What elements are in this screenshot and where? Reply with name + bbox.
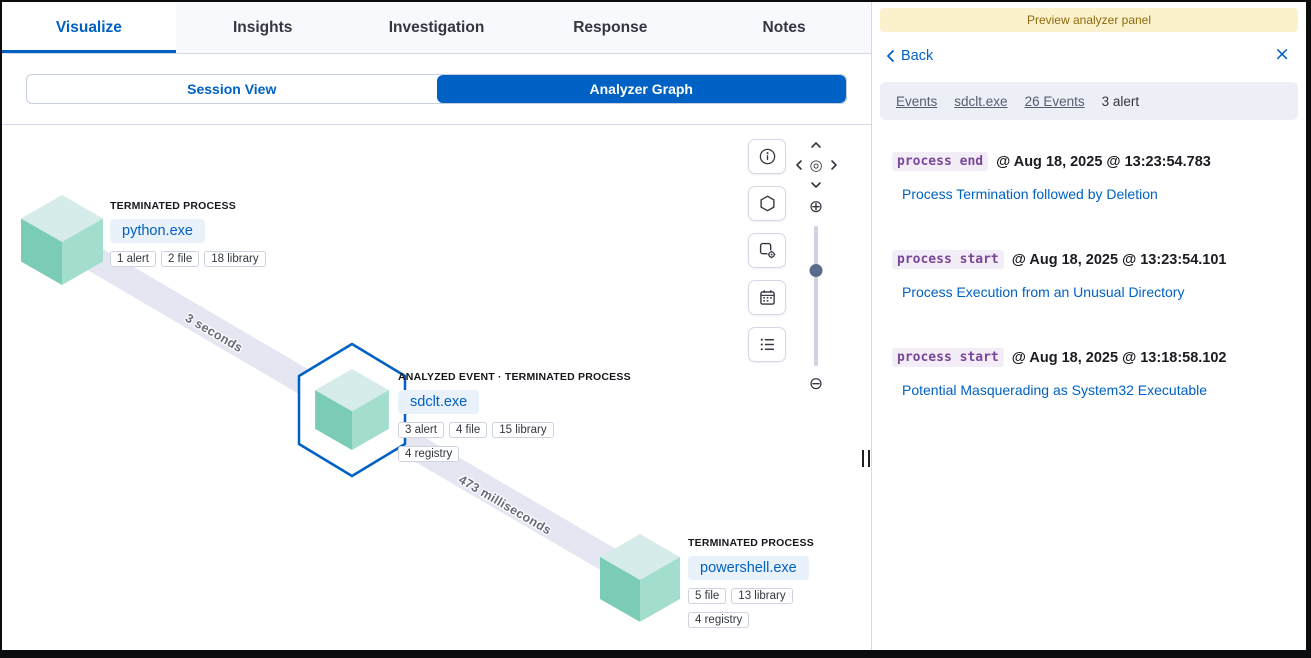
alert-timestamp: @ Aug 18, 2025 @ 13:23:54.101: [1011, 251, 1227, 268]
process-name-button[interactable]: python.exe: [110, 219, 205, 243]
alert-timestamp: @ Aug 18, 2025 @ 13:18:58.102: [1011, 349, 1227, 366]
alert-item: process start @ Aug 18, 2025 @ 13:23:54.…: [892, 250, 1286, 302]
pan-up-button[interactable]: [810, 139, 822, 151]
event-kind-code: process start: [892, 348, 1004, 367]
close-icon[interactable]: ×: [1274, 43, 1290, 65]
alert-rule-link[interactable]: Process Termination followed by Deletion: [902, 186, 1158, 202]
process-node-powershell[interactable]: [600, 534, 680, 622]
detail-tabs: Visualize Insights Investigation Respons…: [2, 2, 871, 54]
event-kind-code: process start: [892, 250, 1004, 269]
alert-rule-link[interactable]: Potential Masquerading as System32 Execu…: [902, 382, 1208, 398]
process-cube-icon: [21, 195, 103, 285]
visualize-section: Visualize Insights Investigation Respons…: [2, 2, 871, 650]
view-toggle-bar: Session View Analyzer Graph: [2, 54, 871, 125]
node-stat-badge[interactable]: 13 library: [731, 588, 793, 604]
info-icon: [759, 148, 775, 165]
node-info-python: TERMINATED PROCESS python.exe 1 alert 2 …: [110, 200, 266, 267]
node-stat-badge[interactable]: 4 registry: [688, 612, 750, 628]
alert-item: process end @ Aug 18, 2025 @ 13:23:54.78…: [892, 152, 1286, 204]
node-type-label: ANALYZED EVENT · TERMINATED PROCESS: [398, 371, 631, 383]
node-legend-button[interactable]: [748, 139, 786, 174]
node-stat-badge[interactable]: 2 file: [160, 251, 200, 267]
back-label: Back: [901, 48, 934, 64]
zoom-out-icon[interactable]: ⊖: [808, 374, 824, 394]
node-info-sdclt: ANALYZED EVENT · TERMINATED PROCESS sdcl…: [398, 371, 631, 462]
node-stat-badge[interactable]: 18 library: [204, 251, 266, 267]
node-stat-badge[interactable]: 4 file: [448, 422, 488, 438]
zoom-control: ⊕ ⊖: [796, 199, 836, 393]
tab-insights[interactable]: Insights: [232, 18, 293, 36]
session-view-button[interactable]: Session View: [187, 81, 277, 97]
node-stat-badge[interactable]: 1 alert: [110, 251, 156, 267]
panel-resize-handle[interactable]: [862, 450, 870, 467]
node-type-label: TERMINATED PROCESS: [688, 537, 814, 549]
node-stat-badge[interactable]: 5 file: [688, 588, 727, 604]
chevron-down-icon: [811, 182, 821, 188]
process-node-python[interactable]: [21, 195, 103, 285]
panel-header: Back ×: [886, 43, 1292, 68]
process-node-sdclt[interactable]: [315, 369, 389, 450]
event-list-button[interactable]: [748, 327, 786, 362]
pan-down-button[interactable]: [810, 179, 822, 191]
process-cube-icon: [600, 534, 680, 622]
calendar-icon: [759, 290, 775, 305]
alert-item: process start @ Aug 18, 2025 @ 13:18:58.…: [892, 348, 1286, 400]
process-name-button[interactable]: powershell.exe: [688, 556, 809, 580]
alert-timestamp: @ Aug 18, 2025 @ 13:23:54.783: [996, 153, 1211, 170]
back-button[interactable]: Back: [886, 48, 933, 64]
analyzer-graph-button[interactable]: Analyzer Graph: [436, 75, 846, 103]
list-icon: [760, 338, 774, 351]
schema-info-button[interactable]: [748, 186, 786, 221]
chevron-right-icon: [830, 160, 837, 170]
pan-left-button[interactable]: [793, 159, 805, 171]
breadcrumb-event-count[interactable]: 26 Events: [1024, 93, 1085, 109]
breadcrumb: Events sdclt.exe 26 Events 3 alert: [880, 82, 1298, 120]
preview-analyzer-panel: Preview analyzer panel Back × Events sdc…: [872, 2, 1306, 650]
breadcrumb-alert-count: 3 alert: [1101, 93, 1140, 109]
tab-notes[interactable]: Notes: [762, 18, 806, 36]
camera-pan-controls: ◎: [790, 135, 842, 195]
alert-rule-link[interactable]: Process Execution from an Unusual Direct…: [902, 284, 1185, 300]
zoom-slider-thumb[interactable]: [809, 263, 823, 277]
zoom-slider[interactable]: [809, 226, 823, 366]
analyzer-graph-canvas[interactable]: 3 seconds 473 milliseconds TERMINATED PR…: [2, 125, 871, 650]
node-stat-badge[interactable]: 4 registry: [398, 446, 460, 462]
view-toggle-group: Session View Analyzer Graph: [26, 74, 847, 104]
node-stat-badge[interactable]: 15 library: [492, 422, 554, 438]
breadcrumb-events[interactable]: Events: [896, 93, 938, 109]
chevron-left-icon: [887, 50, 894, 62]
process-cube-icon: [315, 369, 389, 450]
panel-divider: [871, 2, 872, 650]
tab-visualize[interactable]: Visualize: [2, 2, 176, 53]
alert-list: process end @ Aug 18, 2025 @ 13:23:54.78…: [872, 120, 1306, 400]
preview-banner: Preview analyzer panel: [880, 8, 1298, 32]
zoom-in-icon[interactable]: ⊕: [808, 197, 824, 217]
chevron-left-icon: [795, 160, 802, 170]
node-settings-button[interactable]: [748, 233, 786, 268]
node-info-powershell: TERMINATED PROCESS powershell.exe 5 file…: [688, 537, 814, 628]
node-stat-badge[interactable]: 3 alert: [398, 422, 444, 438]
date-picker-button[interactable]: [748, 280, 786, 315]
pan-right-button[interactable]: [828, 159, 840, 171]
process-name-button[interactable]: sdclt.exe: [398, 390, 480, 414]
event-kind-code: process end: [892, 152, 989, 171]
chevron-up-icon: [811, 142, 821, 148]
tab-response[interactable]: Response: [573, 18, 648, 36]
tab-investigation[interactable]: Investigation: [388, 18, 485, 36]
breadcrumb-process[interactable]: sdclt.exe: [954, 93, 1008, 109]
center-camera-button[interactable]: ◎: [809, 155, 823, 174]
node-type-label: TERMINATED PROCESS: [110, 200, 236, 212]
node-gear-icon: [759, 242, 776, 259]
hexagon-icon: [759, 195, 775, 212]
